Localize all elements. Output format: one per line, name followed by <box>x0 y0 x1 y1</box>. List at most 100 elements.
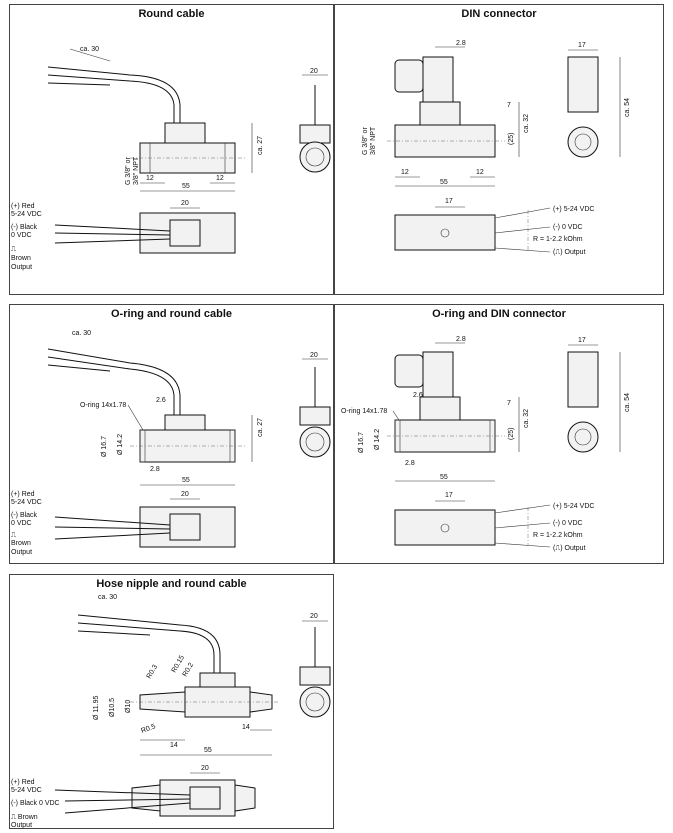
side-din <box>567 351 599 408</box>
panel-din-connector: DIN connector 2.8 7 (25) ca. 32 G 3/8" o… <box>334 4 664 295</box>
panel-oring-din: O-ring and DIN connector 2.8 O-ring 14x1… <box>334 304 664 564</box>
dim-55: 55 <box>204 747 212 754</box>
wire-red: (+) Red <box>11 491 35 498</box>
side-pipe <box>567 421 599 453</box>
side-din <box>567 56 599 113</box>
wire-black: (-) Black <box>11 224 38 231</box>
dim-14b: 14 <box>242 724 250 731</box>
dim-d1195: Ø 11.95 <box>93 696 100 720</box>
side-pipe <box>299 141 331 173</box>
wire-pulse: ⎍ <box>11 532 16 539</box>
sensor-pipe <box>139 142 236 174</box>
panel-title: Round cable <box>138 8 205 20</box>
dim-ca30: ca. 30 <box>98 594 117 601</box>
din-body <box>422 351 454 398</box>
wire-output: Output <box>11 549 32 556</box>
wire-out: (⎍) Output <box>553 249 586 256</box>
wire-brown: ⎍ Brown <box>11 814 38 821</box>
bottom-pipe <box>394 509 496 546</box>
dim-20-bottom: 20 <box>201 765 209 772</box>
dim-d105: Ø10.5 <box>109 698 116 717</box>
wire-red: (+) Red <box>11 779 35 786</box>
dim-2-8: 2.8 <box>456 40 466 47</box>
side-housing <box>299 406 331 426</box>
wire-plus: (+) 5-24 VDC <box>553 503 594 510</box>
wire-red-v: 5-24 VDC <box>11 211 42 218</box>
wire-zero: (-) 0 VDC <box>553 520 583 527</box>
wire-black-v: 0 VDC <box>11 232 32 239</box>
dim-d167: Ø 16.7 <box>101 436 108 457</box>
wire-zero: (-) 0 VDC <box>553 224 583 231</box>
wire-output: Output <box>11 264 32 271</box>
sensor-housing <box>419 101 461 128</box>
wire-plus: (+) 5-24 VDC <box>553 206 594 213</box>
dim-12a: 12 <box>401 169 409 176</box>
wire-r: R = 1-2.2 kOhm <box>533 532 583 539</box>
dim-12b: 12 <box>216 175 224 182</box>
din-body <box>422 56 454 103</box>
dim-2-8b: 2.8 <box>405 460 415 467</box>
dim-2-8: 2.8 <box>150 466 160 473</box>
dim-12b: 12 <box>476 169 484 176</box>
oring-round-drawing: ca. 30 O-ring 14x1.78 2.6 Ø 16.7 Ø 14.2 … <box>11 330 331 556</box>
dim-ca27: ca. 27 <box>257 418 264 437</box>
dim-55: 55 <box>182 477 190 484</box>
side-housing <box>299 124 331 144</box>
dim-25: (25) <box>508 428 515 440</box>
wire-red-v: 5-24 VDC <box>11 499 42 506</box>
dim-ca54: ca. 54 <box>624 393 631 412</box>
dim-20-top: 20 <box>310 352 318 359</box>
wire-red-v: 5-24 VDC <box>11 787 42 794</box>
dim-d142: Ø 14.2 <box>117 434 124 455</box>
dim-ca30: ca. 30 <box>80 46 99 53</box>
side-pipe <box>299 426 331 458</box>
dim-ca27: ca. 27 <box>257 136 264 155</box>
din-connector-drawing: 2.8 7 (25) ca. 32 G 3/8" or 3/8" NPT 12 … <box>362 40 631 256</box>
dim-7: 7 <box>507 102 511 109</box>
panel-title: DIN connector <box>461 8 537 20</box>
panel-title: O-ring and round cable <box>110 308 232 320</box>
round-cable-drawing: ca. 30 G 3/8" or 3/8" NPT ca. 27 12 12 5… <box>11 46 331 271</box>
wire-black-v: 0 VDC <box>11 520 32 527</box>
sensor-housing <box>419 396 461 423</box>
din-plug <box>394 59 424 93</box>
dim-ca32: ca. 32 <box>523 409 530 428</box>
dim-25: (25) <box>508 133 515 145</box>
panel-title: O-ring and DIN connector <box>432 308 566 320</box>
dim-2-6: 2.6 <box>156 397 166 404</box>
dim-2-8: 2.8 <box>456 336 466 343</box>
dim-ca54: ca. 54 <box>624 98 631 117</box>
dim-20-top: 20 <box>310 68 318 75</box>
dim-thread: G 3/8" or <box>362 127 369 155</box>
dim-17-top: 17 <box>578 42 586 49</box>
dim-oring: O-ring 14x1.78 <box>80 402 126 409</box>
panel-oring-round: O-ring and round cable ca. 30 O-ring 14x… <box>9 304 334 564</box>
panel-round-cable: Round cable ca. 30 G 3/8" or 3/8" NPT ca… <box>9 4 334 295</box>
wire-black: (-) Black 0 VDC <box>11 800 60 807</box>
side-pipe <box>299 686 331 718</box>
dim-7: 7 <box>507 400 511 407</box>
bottom-housing <box>189 786 221 810</box>
dim-20-bottom: 20 <box>181 491 189 498</box>
wire-output: Output <box>11 822 32 829</box>
dim-oring: O-ring 14x1.78 <box>341 408 387 415</box>
panel-hose-nipple: Hose nipple and round cable ca. 30 R0.15… <box>9 574 334 829</box>
dim-thread2: 3/8" NPT <box>370 126 377 155</box>
wire-brown: Brown <box>11 255 31 262</box>
dim-r02: R0.2 <box>182 662 196 678</box>
wire-out: (⎍) Output <box>553 545 586 552</box>
side-pipe <box>567 126 599 158</box>
dim-14a: 14 <box>170 742 178 749</box>
dim-d142: Ø 14.2 <box>374 429 381 450</box>
wire-black: (-) Black <box>11 512 38 519</box>
dim-2-6: 2.6 <box>413 392 423 399</box>
din-plug <box>394 354 424 388</box>
cable-bundle <box>47 48 181 125</box>
panel-title: Hose nipple and round cable <box>96 578 247 590</box>
dim-d167: Ø 16.7 <box>358 432 365 453</box>
dim-55: 55 <box>182 183 190 190</box>
dim-thread: G 3/8" or <box>125 157 132 185</box>
dim-20-top: 20 <box>310 613 318 620</box>
dim-r03: R0.3 <box>146 664 160 680</box>
hose-nipple-left <box>139 691 186 713</box>
